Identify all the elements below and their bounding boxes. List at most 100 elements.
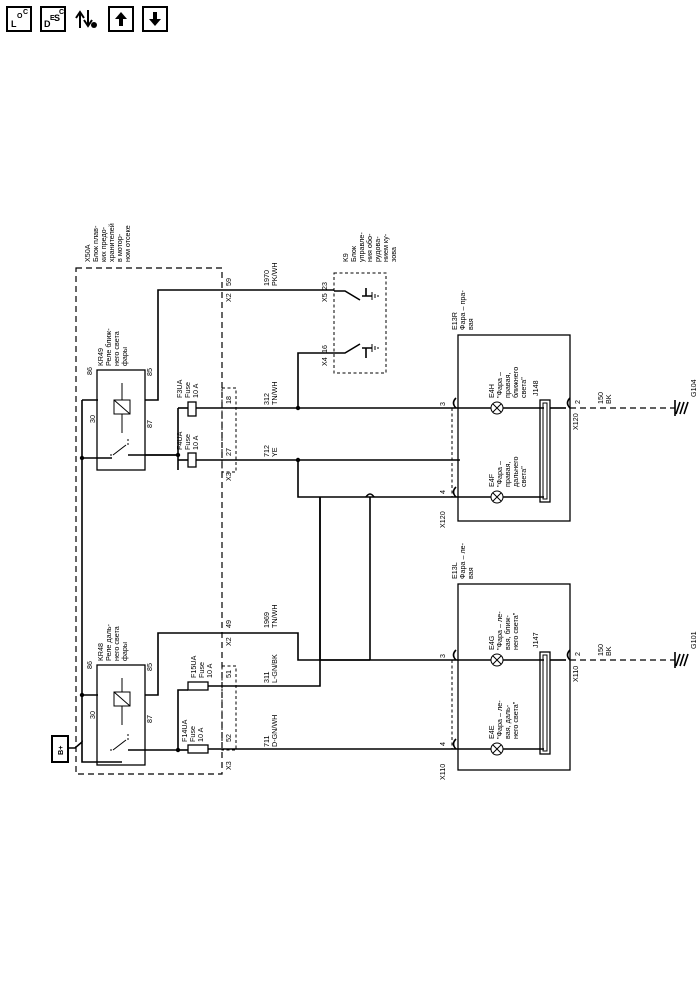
svg-text:Реле ближ-: Реле ближ- — [104, 328, 113, 366]
svg-text:правая,: правая, — [503, 372, 512, 398]
svg-text:света": света" — [519, 466, 528, 487]
svg-text:фары: фары — [120, 642, 129, 661]
arrow-up-icon[interactable] — [108, 6, 134, 32]
fuse-block-x50a-label: X50A Блок плав- ких предо- хранителей в … — [83, 223, 132, 262]
svg-text:18: 18 — [224, 396, 233, 404]
svg-text:TN/WH: TN/WH — [270, 381, 279, 405]
headlamp-e13l-label: E13L Фара – ле- вая — [450, 542, 475, 579]
wire-311-high-beam-left — [208, 497, 321, 687]
svg-text:3: 3 — [438, 402, 447, 406]
wire-711-label: 711 D-GN/WH — [262, 715, 279, 747]
svg-text:YE: YE — [270, 447, 279, 457]
svg-text:30: 30 — [88, 415, 97, 423]
svg-text:вая, даль-: вая, даль- — [503, 704, 512, 739]
svg-text:него света: него света — [112, 626, 121, 661]
svg-text:16: 16 — [320, 345, 329, 353]
svg-text:TN/WH: TN/WH — [270, 604, 279, 628]
relay-kr48 — [96, 664, 146, 766]
svg-text:K9: K9 — [341, 253, 350, 262]
svg-text:Реле даль-: Реле даль- — [104, 623, 113, 661]
svg-text:ближнего: ближнего — [511, 367, 520, 398]
lamp-e4h-label: E4H "Фара – правая, ближнего света" — [487, 367, 528, 398]
svg-text:711: 711 — [262, 736, 271, 747]
svg-text:51: 51 — [224, 670, 233, 678]
lamp-e4g-label: E4G "Фара – ле- вая, ближ- него света" — [487, 611, 520, 650]
svg-text:E4E: E4E — [487, 725, 496, 739]
svg-text:Fuse: Fuse — [188, 726, 197, 742]
svg-text:"Фара –: "Фара – — [495, 372, 504, 398]
svg-text:X2: X2 — [224, 293, 233, 302]
svg-text:фары: фары — [120, 347, 129, 366]
svg-text:B+: B+ — [56, 746, 65, 755]
fuse-f14ua-label: F14UA Fuse 10 A — [180, 719, 205, 742]
svg-text:вая: вая — [466, 567, 475, 579]
headlamp-e13r-label: E13R Фара – пра- вая — [450, 290, 475, 330]
svg-text:4: 4 — [438, 742, 447, 746]
wire-1970-kr49-to-k9 — [145, 289, 334, 401]
svg-text:E4G: E4G — [487, 635, 496, 650]
svg-text:F4UA: F4UA — [175, 431, 184, 450]
svg-text:BK: BK — [604, 646, 613, 656]
lamp-e4e-label: E4E "Фара – ле- вая, даль- него света" — [487, 700, 520, 739]
svg-text:KR48: KR48 — [96, 643, 105, 661]
svg-text:10 A: 10 A — [191, 383, 200, 398]
svg-text:87: 87 — [145, 715, 154, 723]
svg-text:30: 30 — [88, 711, 97, 719]
relay-kr49-label: KR49 Реле ближ- него света фары — [96, 328, 129, 366]
svg-text:3: 3 — [438, 654, 447, 658]
wire-1970-label: 1970 PK/WH — [262, 262, 279, 286]
description-button[interactable]: D E S C — [40, 6, 66, 32]
svg-text:X5: X5 — [320, 293, 329, 302]
headlamp-e13l — [457, 583, 571, 771]
svg-text:Fuse: Fuse — [183, 382, 192, 398]
fuse-f4ua — [187, 452, 197, 468]
svg-text:правая,: правая, — [503, 461, 512, 487]
svg-text:27: 27 — [224, 448, 233, 456]
wire-1969-low-beam-left — [145, 632, 460, 696]
svg-text:150: 150 — [596, 392, 605, 404]
relay-kr49 — [96, 369, 146, 471]
svg-text:D-GN/WH: D-GN/WH — [270, 715, 279, 747]
swap-direction-icon[interactable] — [74, 6, 100, 32]
svg-text:1970: 1970 — [262, 270, 271, 286]
svg-text:него света: него света — [112, 331, 121, 366]
svg-text:него света": него света" — [511, 612, 520, 650]
k9-switch-x5 — [334, 290, 361, 301]
svg-text:10 A: 10 A — [205, 663, 214, 678]
module-k9-outline — [333, 272, 387, 374]
k9-switch-x4 — [334, 343, 361, 354]
svg-text:712: 712 — [262, 445, 271, 457]
splice-j148 — [539, 399, 551, 503]
svg-text:PK/WH: PK/WH — [270, 262, 279, 286]
svg-text:4: 4 — [438, 490, 447, 494]
svg-text:E13R: E13R — [450, 312, 459, 330]
svg-text:23: 23 — [320, 282, 329, 290]
ground-g104-icon — [674, 400, 689, 416]
svg-text:86: 86 — [85, 661, 94, 669]
wire-k9-x4 — [297, 352, 334, 408]
headlamp-e13r — [457, 334, 571, 522]
svg-text:87: 87 — [145, 420, 154, 428]
svg-text:10 A: 10 A — [191, 435, 200, 450]
svg-text:X120: X120 — [438, 511, 447, 528]
svg-text:Фара – ле-: Фара – ле- — [458, 542, 467, 579]
wire-1969-label: 1969 TN/WH — [262, 604, 279, 628]
svg-text:85: 85 — [145, 368, 154, 376]
svg-text:49: 49 — [224, 620, 233, 628]
svg-text:света": света" — [519, 377, 528, 398]
connector-x3-lower — [221, 665, 237, 751]
svg-text:вая, ближ-: вая, ближ- — [503, 615, 512, 650]
splice-j147 — [539, 651, 551, 755]
svg-text:Блок плав-: Блок плав- — [91, 225, 100, 262]
svg-text:него света": него света" — [511, 701, 520, 739]
svg-text:X3: X3 — [224, 472, 233, 481]
svg-text:Блок: Блок — [349, 245, 358, 262]
arrow-down-icon[interactable] — [142, 6, 168, 32]
location-button[interactable]: L O C — [6, 6, 32, 32]
relay-kr48-label: KR48 Реле даль- него света фары — [96, 623, 129, 661]
svg-text:X110: X110 — [571, 666, 580, 682]
svg-text:ния обо-: ния обо- — [365, 233, 374, 262]
wire-312-label: 312 TN/WH — [262, 381, 279, 405]
svg-text:G104: G104 — [689, 379, 698, 397]
svg-text:J147: J147 — [531, 632, 540, 648]
